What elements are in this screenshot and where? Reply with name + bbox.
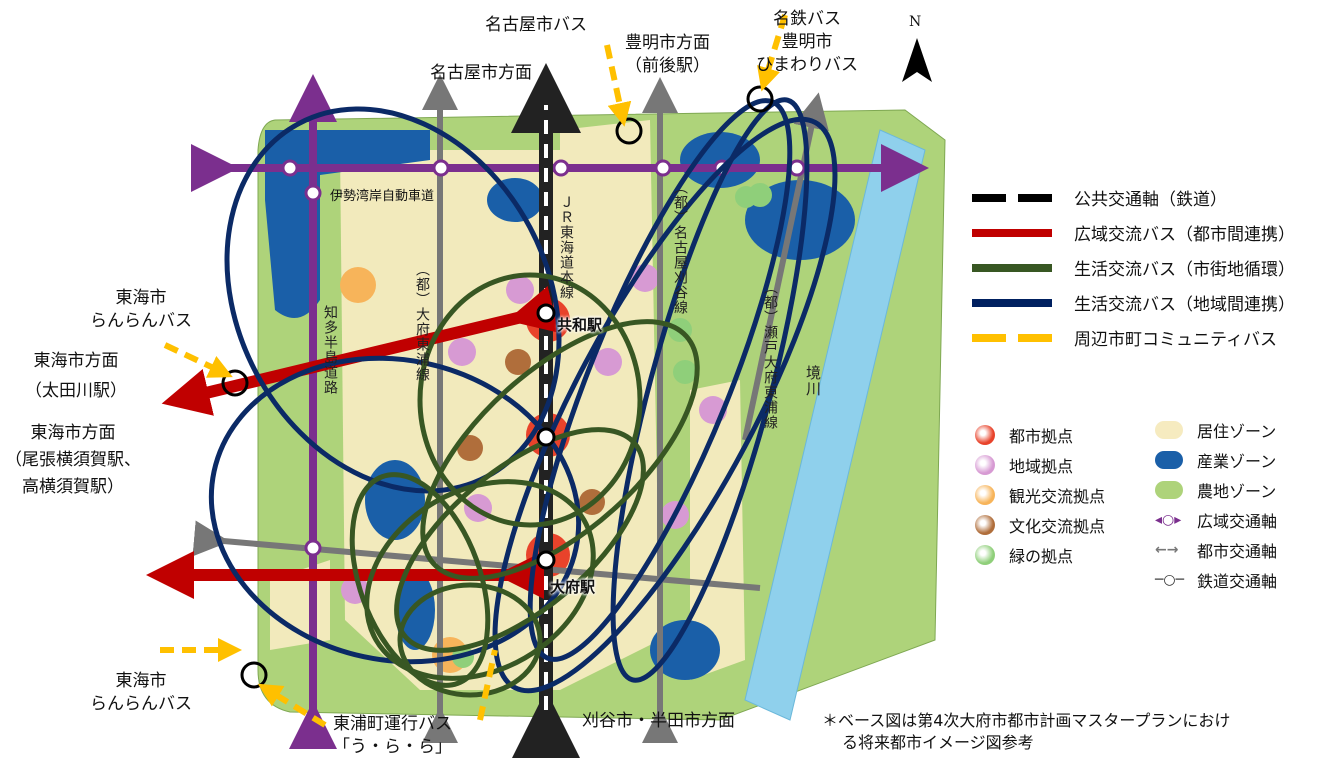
zone-legend-item: 農地ゾーン: [1155, 478, 1276, 502]
city-hub-dot: [975, 425, 995, 445]
city-axis-arrow-icon: ←→: [1155, 542, 1179, 558]
hub-legend-label: 地域拠点: [1009, 457, 1074, 476]
residential-zone-swatch: [1155, 421, 1183, 439]
tokai-ranran-bottom-label: 東海市らんらんバス: [90, 671, 192, 714]
sakai-river: [744, 129, 926, 721]
regional-hub-dot: [975, 455, 995, 475]
seto-obu-road-label: （都）瀬戸大府東浦線: [762, 280, 778, 430]
footnote: ＊ベース図は第4次大府市都市計画マスタープランにおける将来都市イメージ図参考: [822, 711, 1231, 753]
meitetsu-bus-label: 名鉄バス豊明市ひまわりバス: [756, 9, 858, 75]
higashiura-bus-label: 東浦町運行バス「う・ら・ら」: [333, 714, 452, 757]
route-legend-item: 周辺市町コミュニティバス: [972, 325, 1277, 350]
green-hub: [673, 360, 697, 384]
zone-legend-item: ←→ 都市交通軸: [1155, 538, 1277, 562]
tourism-hub-dot: [975, 485, 995, 505]
tokai-owari-label: 東海市方面（尾張横須賀駅、高横須賀駅）: [5, 423, 141, 498]
zone-legend-item: ─○─ 鉄道交通軸: [1155, 568, 1277, 592]
sakai-river-label: 境川: [804, 365, 822, 397]
hub-legend-label: 都市拠点: [1009, 427, 1074, 446]
zone-legend-label: 都市交通軸: [1197, 542, 1278, 561]
industrial-zone-swatch: [1155, 451, 1183, 469]
route-swatch-icon: [972, 193, 1052, 202]
zone-legend-item: ◂○▸ 広域交通軸: [1155, 508, 1277, 532]
route-swatch-icon: [972, 298, 1052, 307]
farmland-zone-swatch: [1155, 481, 1183, 499]
hub-legend-item: 観光交流拠点: [975, 483, 1105, 507]
route-legend-item: 公共交通軸（鉄道）: [972, 185, 1227, 210]
community-bus-arrows: [160, 14, 788, 728]
zone-legend-label: 産業ゾーン: [1197, 452, 1277, 471]
tokai-otagawa-label: 東海市方面（太田川駅）: [25, 351, 127, 401]
jr-tokaido-line-label: ＪＲ東海道本線: [558, 195, 574, 300]
nagoya-kariya-road-label: （都）名古屋刈谷線: [672, 180, 688, 315]
isewan-expressway-label: 伊勢湾岸自動車道: [330, 189, 435, 204]
green-hub-dot: [975, 545, 995, 565]
rail-axis-icon: ─○─: [1155, 572, 1185, 588]
hub-legend-label: 緑の拠点: [1009, 547, 1074, 566]
culture-hub: [457, 435, 483, 461]
toyoake-direction-label: 豊明市方面（前後駅）: [625, 33, 710, 76]
hub-legend-label: 文化交流拠点: [1009, 517, 1106, 536]
industrial-zone: [365, 460, 425, 540]
zone-legend-label: 広域交通軸: [1197, 512, 1278, 531]
wide-axis-arrow-icon: ◂○▸: [1155, 512, 1182, 528]
kyowa-station-label: 共和駅: [557, 316, 603, 334]
north-arrow-icon: [902, 38, 932, 82]
zone-legend-label: 農地ゾーン: [1197, 482, 1277, 501]
obu-station-label: 大府駅: [550, 578, 596, 596]
tourism-hub: [340, 267, 376, 303]
chita-hanto-road-label: 知多半島道路: [322, 305, 338, 395]
zone-legend-item: 居住ゾーン: [1155, 418, 1276, 442]
rail-stations: [536, 303, 556, 570]
urban-loop-bus: [349, 272, 700, 698]
obu-higashiura-road-label: （都）大府東浦線: [414, 262, 430, 382]
compass-label: N: [909, 14, 922, 30]
regional-hub: [594, 348, 622, 376]
kariya-handa-direction-label: 刈谷市・半田市方面: [582, 711, 735, 731]
regional-hub: [506, 276, 534, 304]
route-legend-item: 生活交流バス（地域間連携）: [972, 290, 1295, 315]
zone-legend-item: 産業ゾーン: [1155, 448, 1276, 472]
route-legend-label: 広域交流バス（都市間連携）: [1074, 225, 1295, 245]
route-swatch-icon: [972, 333, 1052, 342]
middle-station-marker: [536, 427, 556, 447]
route-legend-label: 生活交流バス（市街地循環）: [1074, 260, 1295, 280]
route-swatch-icon: [972, 228, 1052, 237]
route-legend-label: 生活交流バス（地域間連携）: [1074, 295, 1295, 315]
route-swatch-icon: [972, 263, 1052, 272]
zone-legend-label: 鉄道交通軸: [1197, 572, 1278, 591]
kyowa-station-marker: [536, 303, 556, 323]
route-legend-item: 広域交流バス（都市間連携）: [972, 220, 1295, 245]
route-legend-label: 公共交通軸（鉄道）: [1074, 190, 1227, 210]
green-hub: [735, 186, 757, 208]
hub-legend-item: 地域拠点: [975, 453, 1073, 477]
inter-region-bus-loops: [208, 97, 838, 694]
hub-legend-label: 観光交流拠点: [1009, 487, 1106, 506]
hub-legend-item: 文化交流拠点: [975, 513, 1105, 537]
culture-hub-dot: [975, 515, 995, 535]
regional-hub: [448, 338, 476, 366]
nagoya-direction-label: 名古屋市方面: [430, 63, 532, 83]
zone-legend-label: 居住ゾーン: [1197, 422, 1277, 441]
route-legend-label: 周辺市町コミュニティバス: [1074, 330, 1277, 350]
hub-legend-item: 都市拠点: [975, 423, 1073, 447]
route-legend-item: 生活交流バス（市街地循環）: [972, 255, 1295, 280]
obu-station-marker: [536, 550, 556, 570]
wide-area-bus-routes: [146, 286, 559, 599]
hub-legend-item: 緑の拠点: [975, 543, 1073, 567]
nagoya-bus-label: 名古屋市バス: [485, 15, 587, 35]
tokai-ranran-top-label: 東海市らんらんバス: [90, 288, 192, 331]
